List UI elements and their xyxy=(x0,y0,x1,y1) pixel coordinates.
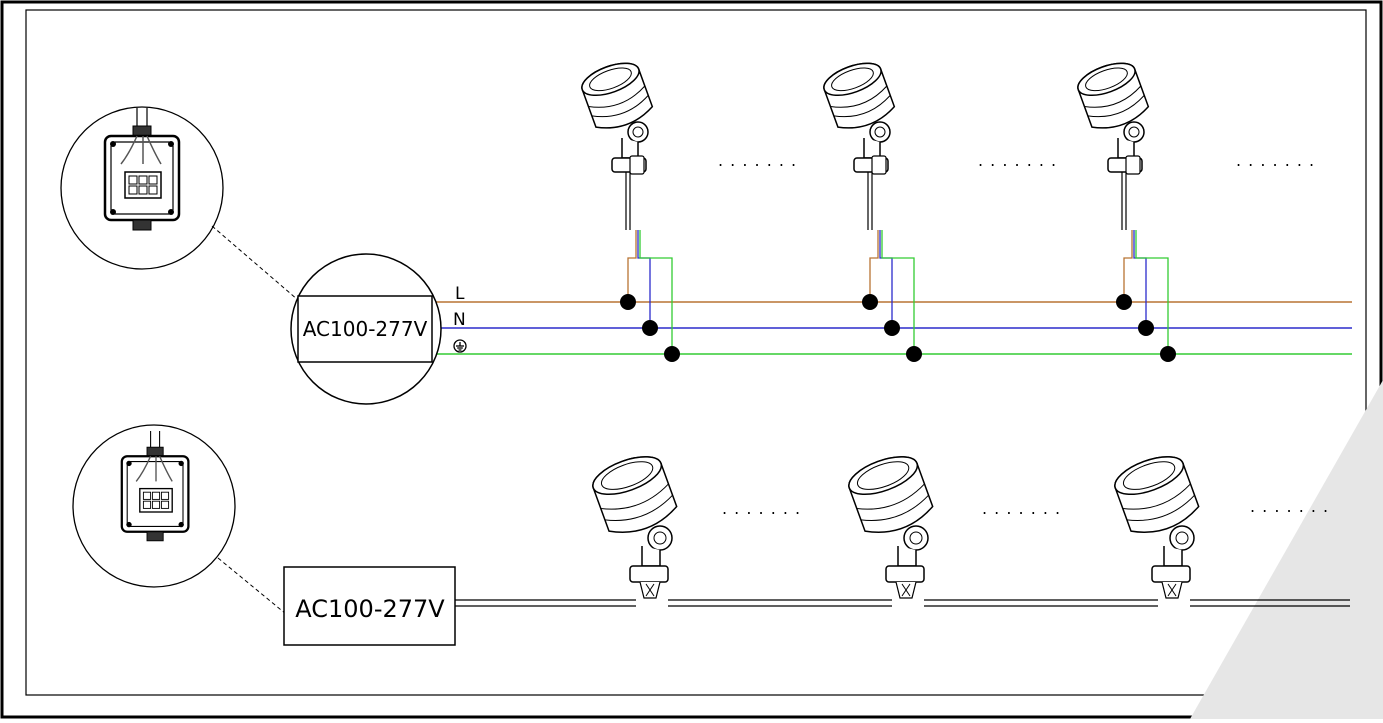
supply-label-upper: AC100-277V xyxy=(303,317,428,341)
supply-box-upper xyxy=(297,295,433,363)
continuation-dots-5: . . . . . . . xyxy=(982,499,1061,518)
live-drop-1 xyxy=(627,230,637,302)
corner-shading xyxy=(1190,380,1383,719)
protective-earth-icon xyxy=(453,339,467,353)
upper-system: L N AC100-277V . . . . . . . . . . . . .… xyxy=(60,56,1352,405)
continuation-dots-1: . . . . . . . xyxy=(718,151,797,170)
spotlight-icon-1 xyxy=(577,56,656,231)
neutral-junction-dot-1 xyxy=(642,320,658,336)
neutral-junction-dot-2 xyxy=(884,320,900,336)
callout-leader-lower xyxy=(217,557,287,615)
live-drop-3 xyxy=(1123,230,1133,302)
spotlight-icon-3 xyxy=(1073,56,1152,231)
earth-junction-dot-1 xyxy=(664,346,680,362)
live-junction-dot-1 xyxy=(620,294,636,310)
continuation-dots-6: . . . . . . . xyxy=(1250,497,1329,516)
spotlight-icon-lower-3 xyxy=(1109,448,1203,599)
spotlight-icon-2 xyxy=(819,56,898,231)
earth-junction-dot-2 xyxy=(906,346,922,362)
earth-drop-1 xyxy=(639,230,673,354)
live-drop-2 xyxy=(869,230,879,302)
neutral-junction-dot-3 xyxy=(1138,320,1154,336)
inner-border xyxy=(25,9,1367,696)
continuation-dots-2: . . . . . . . xyxy=(978,151,1057,170)
upper-fixtures xyxy=(577,56,1176,362)
supply-box-lower xyxy=(283,566,456,646)
lower-fixtures xyxy=(455,448,1350,607)
earth-drop-2 xyxy=(881,230,915,354)
earth-junction-dot-3 xyxy=(1160,346,1176,362)
neutral-label: N xyxy=(453,310,466,330)
spotlight-icon-lower-1 xyxy=(587,448,681,599)
earth-drop-3 xyxy=(1135,230,1169,354)
live-label: L xyxy=(455,284,465,304)
callout-leader-upper xyxy=(211,225,299,301)
continuation-dots-4: . . . . . . . xyxy=(722,499,801,518)
continuation-dots-3: . . . . . . . xyxy=(1236,151,1315,170)
supply-label-lower: AC100-277V xyxy=(295,595,445,623)
spotlight-icon-lower-2 xyxy=(843,448,937,599)
live-junction-dot-2 xyxy=(862,294,878,310)
live-junction-dot-3 xyxy=(1116,294,1132,310)
lower-system: AC100-277V . . . . . . . . . . . . . . .… xyxy=(72,424,1350,646)
